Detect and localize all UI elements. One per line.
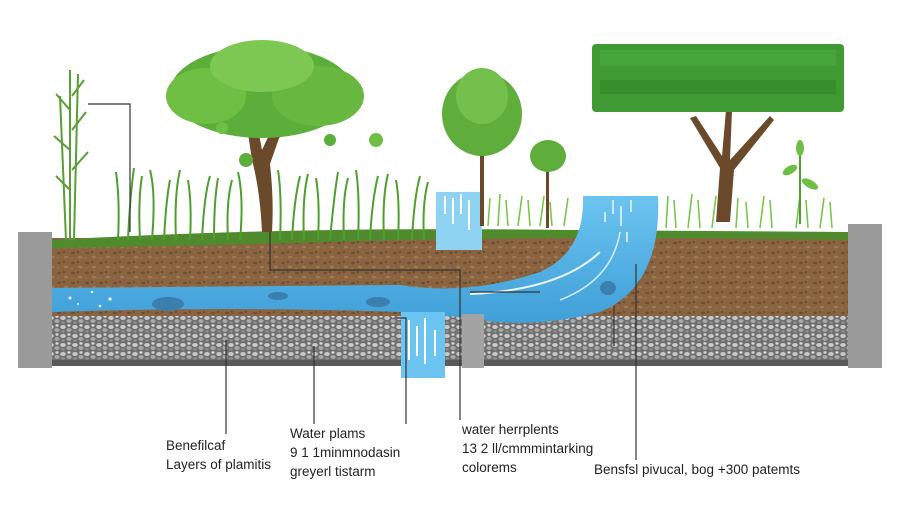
tall-reed-icon — [53, 70, 89, 241]
hedge-icon — [592, 44, 844, 222]
callout-line: 13 2 ll/cmmmintarking — [462, 441, 594, 456]
sprout-icon — [782, 140, 819, 224]
gravel-layer — [52, 316, 848, 362]
submerged-stone — [600, 281, 616, 295]
leader-line — [396, 317, 407, 424]
callout-water-plants: Water plams 9 1 1minmnodasin greyerl tis… — [290, 424, 400, 481]
water-channel — [52, 196, 659, 323]
callout-line: Layers of plamitis — [166, 457, 272, 472]
medium-tree-icon — [442, 68, 522, 226]
callout-bog-patemts: Bensfsl pivucal, bog +300 patemts — [594, 460, 800, 479]
submerged-stone — [152, 297, 184, 311]
leader-lines — [88, 103, 637, 460]
ground-layers — [52, 229, 848, 366]
left-wall — [18, 232, 52, 368]
callout-line: Water plams — [290, 426, 366, 441]
callout-line: Bensfsl pivucal, bog +300 patemts — [594, 462, 801, 477]
lower-waterfall-icon — [401, 312, 445, 378]
upper-waterfall-icon — [436, 192, 482, 250]
right-wall — [848, 224, 882, 368]
callout-line: greyerl tistarm — [290, 464, 376, 479]
callout-water-herrplents: water herrplents 13 2 ll/cmmmintarking c… — [462, 420, 593, 477]
base-line — [52, 360, 848, 366]
water-highlight — [559, 231, 621, 301]
callout-line: Benefilcaf — [166, 438, 226, 453]
leader-line — [269, 232, 461, 420]
reed-grass-icon — [115, 167, 429, 241]
center-weir — [462, 314, 484, 368]
callout-line: water herrplents — [462, 422, 559, 437]
reed-grass-icon — [487, 193, 833, 229]
small-tree-icon — [530, 140, 566, 228]
submerged-stone — [268, 292, 288, 300]
water-droplets — [604, 200, 632, 242]
large-tree-icon — [166, 40, 383, 232]
callout-line: colorems — [462, 460, 517, 475]
callout-beneficial-layers: Benefilcaf Layers of plamitis — [166, 436, 271, 474]
water-highlight — [469, 251, 601, 295]
callout-line: 9 1 1minmnodasin — [290, 445, 401, 460]
leader-line — [88, 103, 131, 232]
submerged-stone — [366, 297, 390, 307]
water-sparkles — [68, 290, 112, 308]
